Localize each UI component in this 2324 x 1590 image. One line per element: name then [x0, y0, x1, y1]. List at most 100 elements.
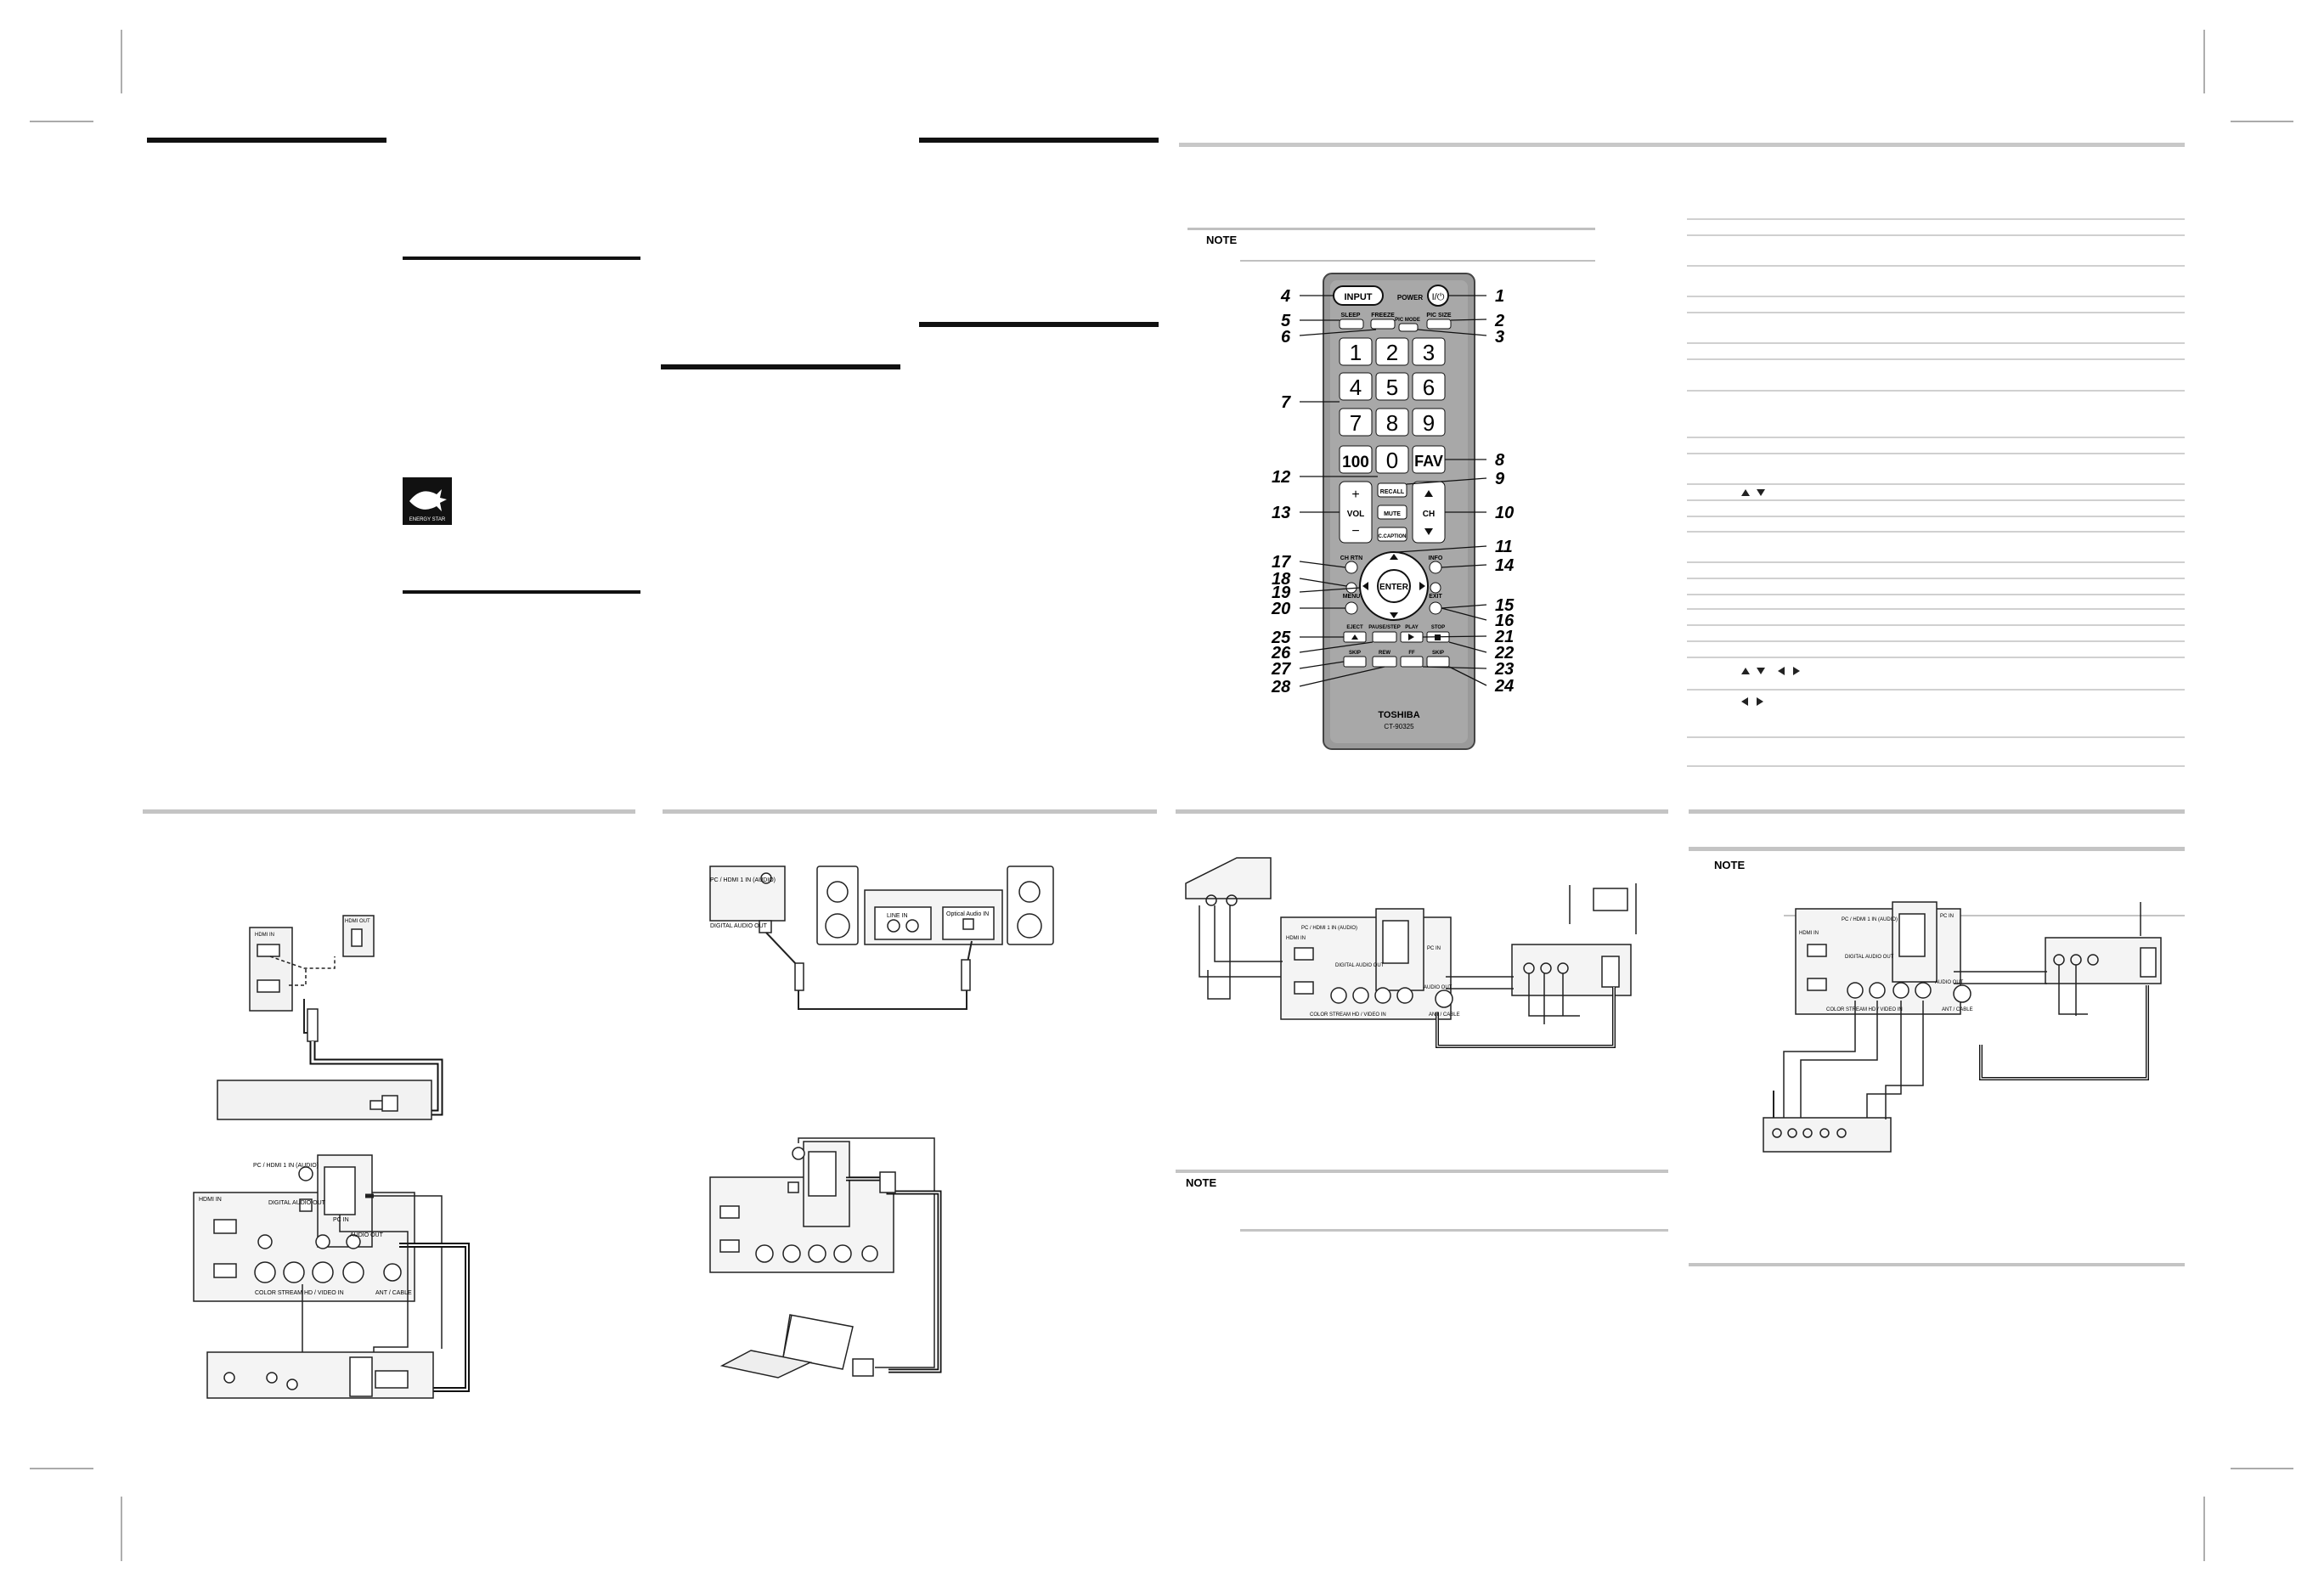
left-arrow-icon [1362, 582, 1368, 590]
enter-label: ENTER [1379, 583, 1409, 592]
play-label: PLAY [1405, 625, 1418, 630]
callout-number: 25 [1271, 629, 1291, 647]
digit-key[interactable] [1375, 337, 1409, 366]
digital-audio-out-label: DIGITAL AUDIO OUT [710, 923, 768, 929]
exit-button[interactable] [1429, 601, 1442, 615]
cable-box-diagram-labels: PC / HDMI 1 IN (AUDIO) DIGITAL AUDIO OUT… [1799, 914, 1973, 1012]
digit-key[interactable] [1339, 408, 1373, 437]
pause-step-label: PAUSE/STEP [1368, 625, 1401, 630]
sleep-button[interactable] [1339, 319, 1364, 330]
input-label: INPUT [1345, 292, 1373, 302]
digital-audio-out-label: DIGITAL AUDIO OUT [268, 1200, 326, 1206]
stop-icon [1435, 634, 1441, 640]
right-arrow-icon [1419, 582, 1425, 590]
digit-label: 2 [1386, 340, 1398, 365]
callout-number: 14 [1495, 556, 1514, 575]
digit-key[interactable] [1412, 408, 1446, 437]
play-icon [1408, 634, 1414, 640]
digit-label: 7 [1350, 410, 1362, 436]
pc-hdmi1-label: PC / HDMI 1 IN (AUDIO) [1301, 926, 1357, 931]
color-stream-label: COLOR STREAM HD / VIDEO IN [1310, 1012, 1386, 1018]
note-label: NOTE [1206, 234, 1237, 246]
c-caption-button[interactable] [1377, 527, 1407, 542]
callout-number: 3 [1495, 328, 1504, 347]
pc-hdmi1-label: PC / HDMI 1 IN (AUDIO) [1842, 917, 1898, 922]
callout-number: 12 [1272, 468, 1290, 487]
callout-number: 6 [1281, 328, 1291, 347]
digit-key[interactable] [1375, 408, 1409, 437]
legend-table-rules [1687, 218, 2185, 767]
hdmi-connection-diagram [217, 915, 443, 1120]
hdmi-in-label: HDMI IN [1799, 931, 1819, 936]
note-label: NOTE [1714, 859, 1745, 871]
callout-number: 28 [1271, 678, 1291, 696]
callout-number: 22 [1494, 644, 1514, 662]
ch-down-icon [1424, 528, 1433, 535]
digit-label: FAV [1414, 453, 1443, 470]
info-button[interactable] [1429, 561, 1442, 574]
hdmi-out-label: HDMI OUT [345, 919, 370, 924]
color-stream-label: COLOR STREAM HD / VIDEO IN [1826, 1007, 1903, 1012]
digit-key[interactable] [1412, 372, 1446, 401]
pic-size-label: PIC SIZE [1426, 313, 1452, 319]
digit-key[interactable] [1339, 445, 1373, 474]
menu-button[interactable] [1345, 601, 1358, 615]
energy-star-label: ENERGY STAR [409, 517, 446, 522]
note-label: NOTE [1186, 1176, 1216, 1189]
mute-button[interactable] [1377, 505, 1407, 520]
pic-size-button[interactable] [1426, 319, 1452, 330]
ch-up-icon [1424, 490, 1433, 497]
digit-key[interactable] [1375, 372, 1409, 401]
power-button[interactable] [1427, 285, 1449, 307]
stop-label: STOP [1431, 625, 1445, 630]
color-stream-label: COLOR STREAM HD / VIDEO IN [255, 1290, 344, 1296]
ff-button[interactable] [1400, 656, 1424, 668]
up-arrow-icon [1390, 554, 1398, 560]
c-caption-label: C.CAPTION [1379, 534, 1407, 539]
aux-right-button[interactable] [1430, 582, 1441, 594]
digit-key[interactable] [1412, 337, 1446, 366]
digit-label: 0 [1386, 448, 1398, 473]
callout-number: 9 [1495, 470, 1505, 488]
rew-button[interactable] [1372, 656, 1397, 668]
audio-out-label: AUDIO OUT [1424, 985, 1452, 990]
info-label: INFO [1429, 555, 1443, 561]
callout-number: 4 [1280, 287, 1290, 306]
ch-rtn-label: CH RTN [1340, 555, 1362, 561]
ant-cable-label: ANT / CABLE [1942, 1007, 1973, 1012]
pc-hdmi1-label: PC / HDMI 1 IN (AUDIO) [253, 1163, 319, 1169]
callout-number: 11 [1495, 538, 1513, 556]
callout-number: 26 [1271, 644, 1291, 662]
callout-number: 27 [1271, 660, 1291, 679]
pause-step-button[interactable] [1372, 631, 1397, 643]
pc-hdmi1-label: PC / HDMI 1 IN (AUDIO) [710, 877, 776, 883]
arrow-glyphs [1741, 489, 1800, 706]
pc-diagram-labels: PC / HDMI 1 IN (AUDIO) DIGITAL AUDIO OUT… [199, 1163, 412, 1296]
pic-mode-button[interactable] [1398, 323, 1419, 332]
skip-label: SKIP [1349, 651, 1361, 656]
digit-key[interactable] [1375, 445, 1409, 474]
digit-key[interactable] [1339, 337, 1373, 366]
freeze-button[interactable] [1370, 319, 1396, 330]
callout-number: 16 [1495, 612, 1515, 630]
callout-number: 23 [1494, 660, 1514, 679]
ch-rtn-button[interactable] [1345, 561, 1358, 574]
pc-connection-diagram [193, 1154, 470, 1399]
audio-system-diagram [709, 865, 1054, 1010]
eject-label: EJECT [1346, 625, 1363, 630]
mute-label: MUTE [1384, 511, 1401, 517]
hdmi-in-label: HDMI IN [255, 933, 274, 938]
skip-back-button[interactable] [1343, 656, 1367, 668]
skip-forward-button[interactable] [1426, 656, 1450, 668]
callout-number: 20 [1271, 600, 1290, 618]
hdmi-in-label: HDMI IN [199, 1197, 222, 1203]
section-rules-top [147, 138, 2185, 594]
enter-button[interactable] [1377, 569, 1411, 603]
digit-key[interactable] [1339, 372, 1373, 401]
freeze-label: FREEZE [1371, 313, 1395, 319]
digit-label: 9 [1423, 410, 1435, 436]
recall-button[interactable] [1377, 482, 1407, 498]
energy-star-logo: ENERGY STAR [403, 477, 452, 525]
recall-label: RECALL [1380, 489, 1405, 495]
digit-label: 8 [1386, 410, 1398, 436]
